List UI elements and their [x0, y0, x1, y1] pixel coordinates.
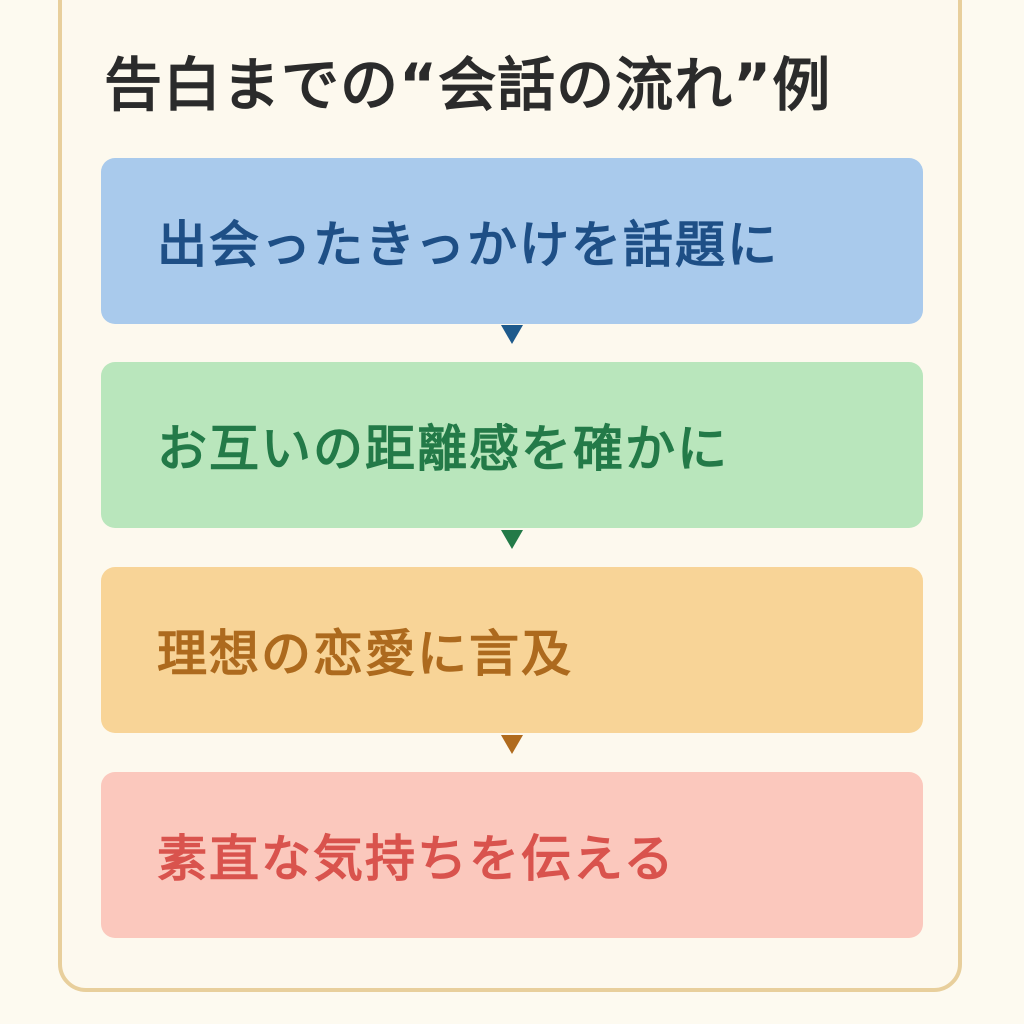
arrow-down-icon — [501, 325, 523, 344]
flow-step-2: お互いの距離感を確かに — [101, 362, 923, 528]
flow-step-3: 理想の恋愛に言及 — [101, 567, 923, 733]
flow-step-1: 出会ったきっかけを話題に — [101, 158, 923, 324]
flow-step-4: 素直な気持ちを伝える — [101, 772, 923, 938]
arrow-down-icon — [501, 530, 523, 549]
flow-step-label: 出会ったきっかけを話題に — [157, 216, 779, 274]
diagram-title: 告白までの“会話の流れ”例 — [104, 51, 832, 119]
flow-step-label: 素直な気持ちを伝える — [157, 830, 676, 888]
flow-step-label: お互いの距離感を確かに — [157, 420, 729, 478]
arrow-down-icon — [501, 735, 523, 754]
flow-step-label: 理想の恋愛に言及 — [157, 625, 573, 683]
